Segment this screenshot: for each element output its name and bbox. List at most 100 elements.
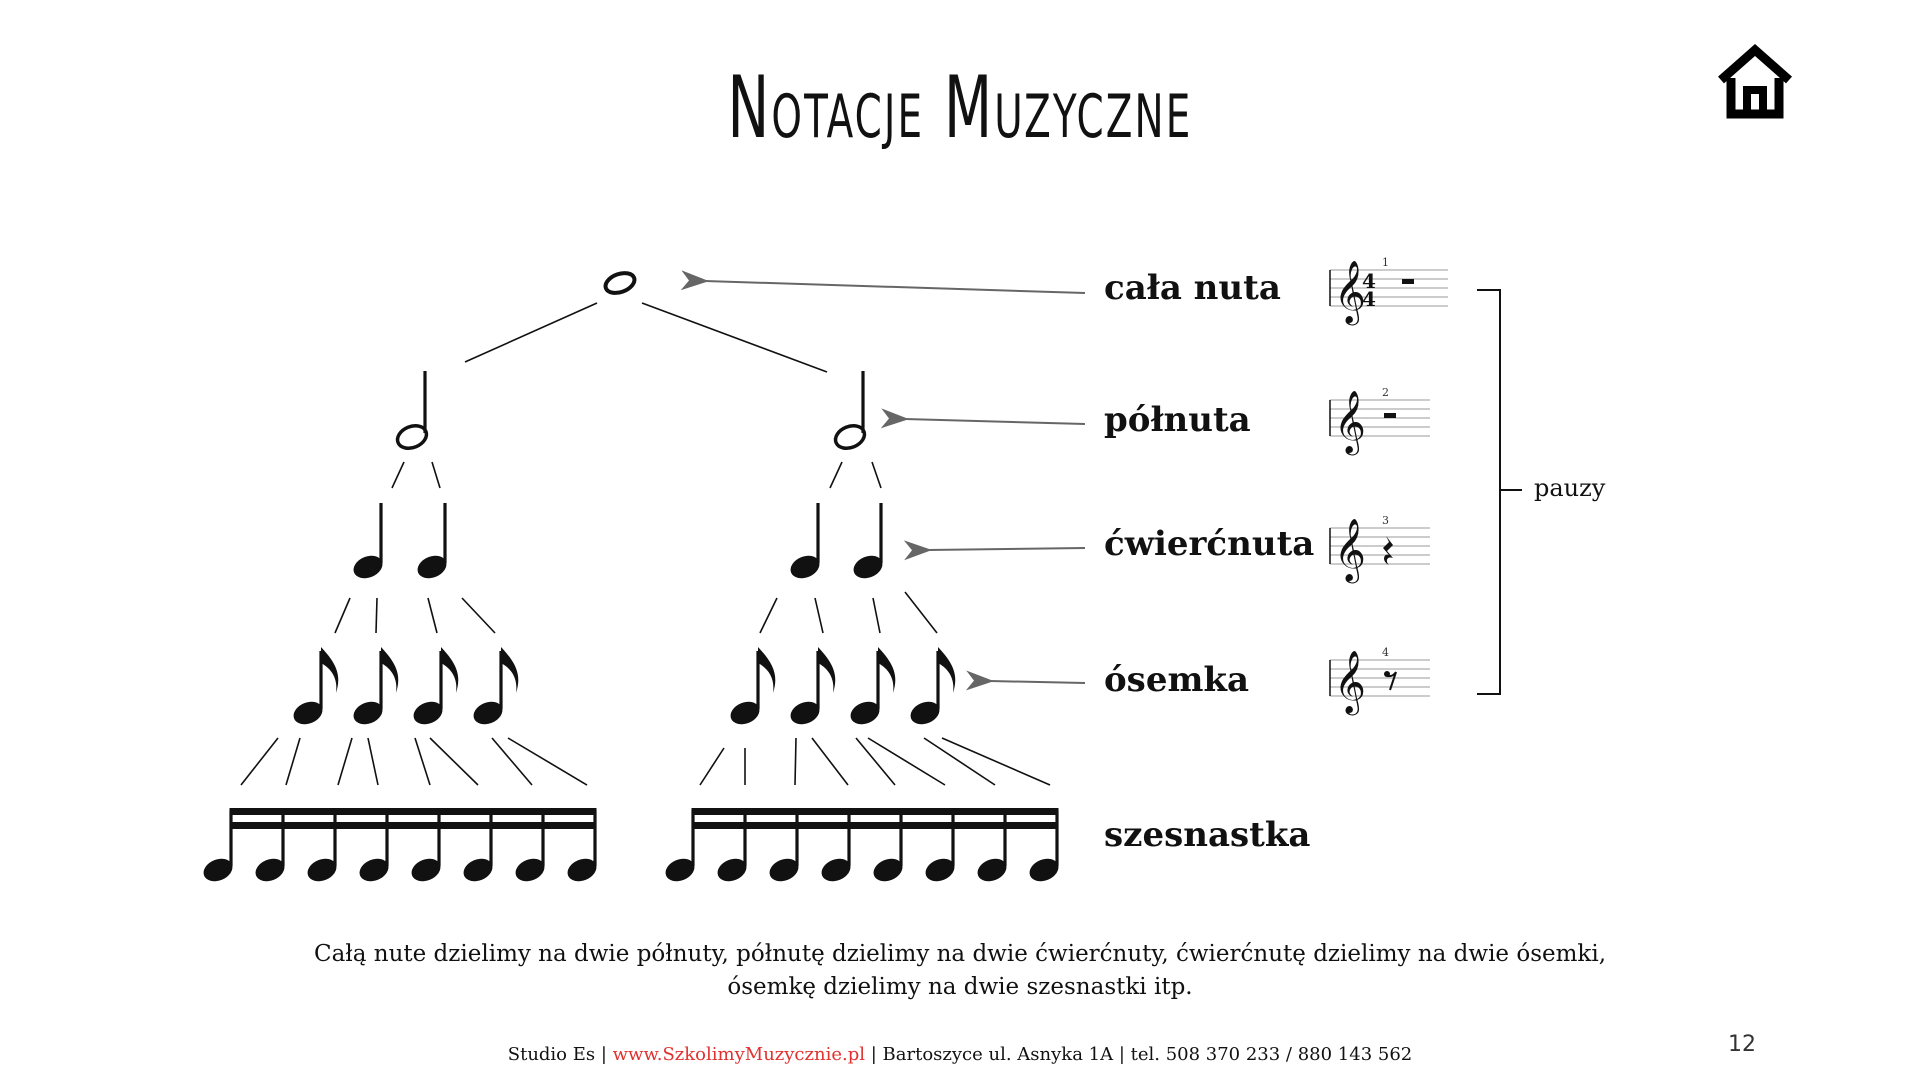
- division-line: [431, 461, 441, 489]
- eighth-rest-icon: [1386, 671, 1397, 691]
- quarter-note-2: [417, 555, 447, 579]
- label-eighth-note: ósemka: [1104, 660, 1250, 700]
- page-number: 12: [1728, 1032, 1756, 1057]
- measure-number: 3: [1382, 514, 1389, 527]
- rest-staves: 𝄞144𝄞2𝄞3𝄞4: [1329, 256, 1448, 716]
- division-line: [904, 591, 938, 634]
- division-line: [699, 747, 725, 786]
- sixteenth-note-2-1: [665, 858, 695, 882]
- time-signature-top: 4: [1362, 269, 1376, 293]
- division-line: [334, 597, 351, 634]
- staff-quarter-rest: 𝄞3: [1329, 514, 1430, 584]
- page-title: Notacje Muzyczne: [727, 58, 1193, 158]
- beam: [229, 822, 597, 829]
- footer: Studio Es | www.SzkolimyMuzycznie.pl | B…: [0, 1044, 1920, 1065]
- division-line: [759, 597, 778, 634]
- division-line: [867, 737, 946, 786]
- division-line: [414, 737, 431, 786]
- sixteenth-note-1-4: [359, 858, 389, 882]
- division-line: [285, 737, 301, 786]
- division-line: [923, 737, 996, 786]
- sixteenth-note-1-8: [567, 858, 597, 882]
- label-half-note: półnuta: [1104, 400, 1251, 440]
- caption-line-1: Całą nute dzielimy na dwie półnuty, półn…: [313, 941, 1607, 967]
- division-line: [872, 597, 881, 634]
- sixteenth-note-1-1: [203, 858, 233, 882]
- division-line: [375, 597, 378, 634]
- division-line: [337, 737, 353, 786]
- eighth-flag: [878, 647, 896, 693]
- treble-clef-icon: 𝄞: [1334, 518, 1366, 584]
- sixteenth-note-2-5: [873, 858, 903, 882]
- treble-clef-icon: 𝄞: [1334, 260, 1366, 326]
- division-line: [871, 461, 882, 489]
- sixteenth-note-2-4: [821, 858, 851, 882]
- sixteenth-note-1-6: [463, 858, 493, 882]
- whole-rest-icon: [1402, 279, 1414, 284]
- division-line: [240, 737, 279, 786]
- eighth-flag: [321, 647, 339, 693]
- division-line: [855, 737, 896, 786]
- division-line: [461, 597, 496, 634]
- footer-studio: Studio Es |: [507, 1044, 613, 1065]
- division-line: [794, 737, 797, 786]
- eighth-note-4: [473, 701, 503, 725]
- sixteenth-note-2-6: [925, 858, 955, 882]
- eighth-flag: [758, 647, 776, 693]
- measure-number: 2: [1382, 386, 1389, 399]
- division-line: [391, 461, 405, 489]
- division-line: [829, 461, 843, 489]
- division-line: [491, 737, 533, 786]
- label-whole-note: cała nuta: [1104, 268, 1281, 308]
- division-line: [429, 737, 479, 786]
- arrow-eighth: [965, 670, 1086, 691]
- eighth-flag: [441, 647, 459, 693]
- staff-half-rest: 𝄞2: [1329, 386, 1430, 456]
- footer-address: | Bartoszyce ul. Asnyka 1A | tel. 508 37…: [865, 1044, 1413, 1065]
- eighth-note-6: [790, 701, 820, 725]
- staff-whole-rest: 𝄞144: [1329, 256, 1448, 326]
- division-line: [814, 597, 824, 634]
- arrow-quarter: [903, 540, 1086, 561]
- sixteenth-note-2-3: [769, 858, 799, 882]
- division-line: [507, 737, 588, 786]
- beam: [691, 808, 1059, 815]
- sixteenth-note-1-2: [255, 858, 285, 882]
- home-icon[interactable]: [1715, 42, 1795, 122]
- division-line: [641, 302, 828, 373]
- eighth-note-8: [910, 701, 940, 725]
- division-lines: [240, 302, 1051, 786]
- treble-clef-icon: 𝄞: [1334, 650, 1366, 716]
- treble-clef-icon: 𝄞: [1334, 390, 1366, 456]
- time-signature-bottom: 4: [1362, 287, 1376, 311]
- arrow-whole: [680, 270, 1086, 294]
- eighth-flag: [381, 647, 399, 693]
- rests-bracket: [1477, 289, 1522, 695]
- beam: [691, 822, 1059, 829]
- eighth-flag: [938, 647, 956, 693]
- eighth-note-3: [413, 701, 443, 725]
- quarter-rest-icon: [1383, 536, 1393, 565]
- division-line: [427, 597, 438, 634]
- measure-number: 4: [1382, 646, 1389, 659]
- sixteenth-note-1-3: [307, 858, 337, 882]
- caption-line-2: ósemkę dzielimy na dwie szesnastki itp.: [727, 974, 1193, 1000]
- sixteenth-note-2-8: [1029, 858, 1059, 882]
- division-line: [464, 302, 598, 363]
- sixteenth-note-2-2: [717, 858, 747, 882]
- sixteenth-note-2-7: [977, 858, 1007, 882]
- sixteenth-note-1-7: [515, 858, 545, 882]
- division-line: [941, 737, 1051, 786]
- caption: Całą nute dzielimy na dwie półnuty, półn…: [0, 938, 1920, 1004]
- footer-website-link[interactable]: www.SzkolimyMuzycznie.pl: [612, 1044, 866, 1065]
- arrow-half: [880, 408, 1086, 429]
- whole-note: [603, 271, 637, 295]
- division-line: [811, 737, 849, 786]
- beam: [229, 808, 597, 815]
- quarter-note-1: [353, 555, 383, 579]
- label-rests: pauzy: [1534, 474, 1606, 502]
- eighth-note-1: [293, 701, 323, 725]
- half-rest-icon: [1384, 413, 1396, 418]
- eighth-note-5: [730, 701, 760, 725]
